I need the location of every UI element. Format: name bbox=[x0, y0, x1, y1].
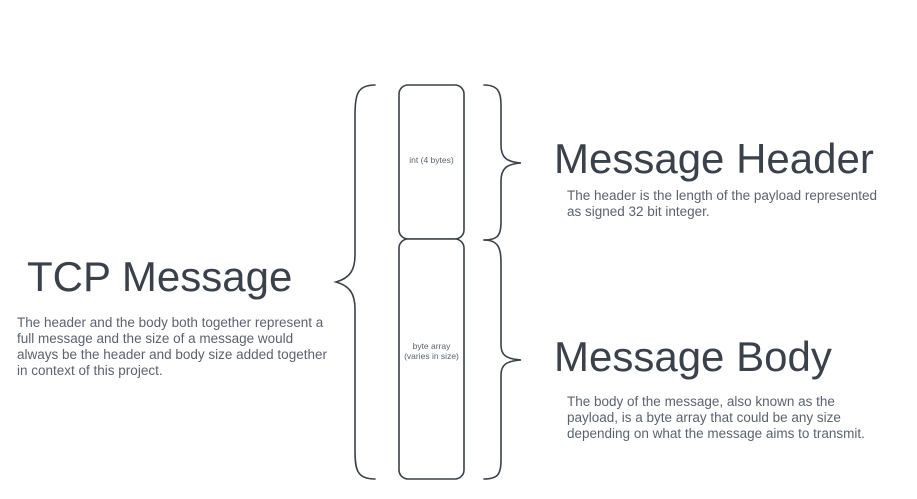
message-header-description: The header is the length of the payload … bbox=[567, 188, 877, 219]
header-box-label-text: int (4 bytes) bbox=[409, 155, 454, 165]
tcp-message-brace bbox=[333, 84, 376, 480]
message-header-title: Message Header bbox=[554, 135, 874, 182]
body-brace bbox=[483, 239, 522, 480]
header-brace bbox=[483, 84, 522, 241]
body-box bbox=[398, 238, 465, 480]
body-box-label-line2: (varies in size) bbox=[404, 351, 459, 361]
header-box-label: int (4 bytes) bbox=[399, 155, 464, 165]
message-body-title: Message Body bbox=[554, 333, 832, 380]
body-box-label-line1: byte array bbox=[412, 341, 451, 351]
message-body-description: The body of the message, also known as t… bbox=[567, 394, 865, 441]
body-box-label: byte array (varies in size) bbox=[393, 341, 470, 361]
tcp-message-title: TCP Message bbox=[27, 253, 293, 300]
tcp-message-description: The header and the body both together re… bbox=[17, 315, 327, 378]
